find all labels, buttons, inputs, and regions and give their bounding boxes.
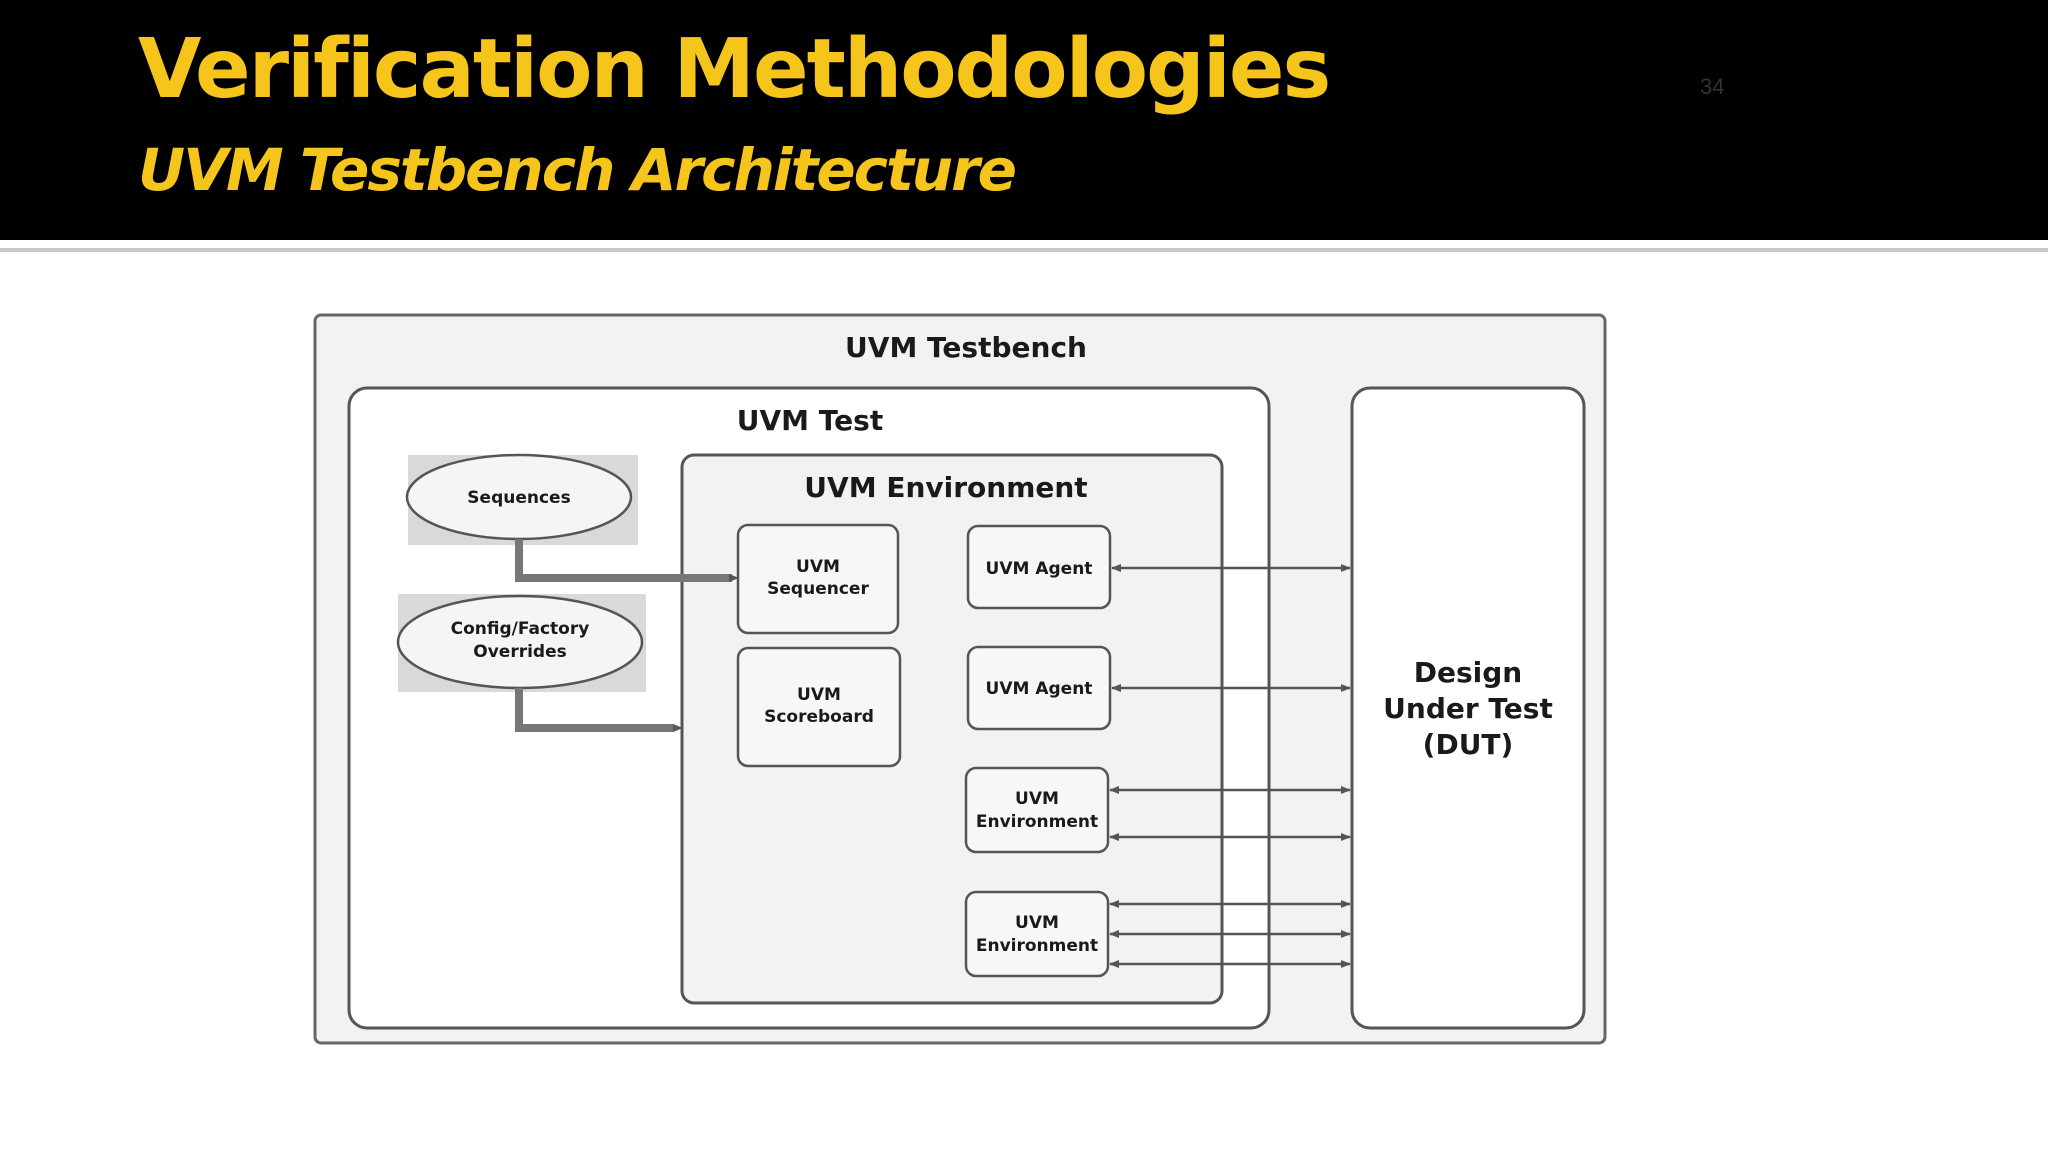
config-connector	[515, 688, 674, 732]
sub-environment-box-2	[964, 890, 1110, 978]
dut-label-line2: Under Test	[1383, 692, 1553, 725]
slide-subtitle: UVM Testbench Architecture	[138, 136, 1017, 204]
sequences-label: Sequences	[467, 488, 570, 508]
sub-environment-1-line1: UVM	[1015, 789, 1059, 809]
dut-label-line1: Design	[1414, 656, 1522, 689]
slide-number: 34	[1700, 74, 1725, 99]
sub-environment-box-1	[964, 766, 1110, 854]
testbench-label: UVM Testbench	[845, 331, 1087, 364]
dut-label-line3: (DUT)	[1423, 728, 1514, 761]
sub-environment-1-line2: Environment	[976, 812, 1098, 832]
sub-environment-2-line2: Environment	[976, 936, 1098, 956]
dut-box	[1350, 386, 1586, 1030]
slide-title: Verification Methodologies	[138, 22, 1331, 117]
agent-label-2: UVM Agent	[986, 679, 1093, 699]
uvm-architecture-diagram: UVM Testbench UVM Test Design Under Test…	[313, 313, 1607, 1045]
uvm-environment-label: UVM Environment	[804, 471, 1087, 504]
agent-box-2	[966, 645, 1112, 731]
scoreboard-label-line2: Scoreboard	[764, 707, 874, 727]
header-divider	[0, 240, 2048, 248]
uvm-test-label: UVM Test	[737, 404, 883, 437]
config-label-line2: Overrides	[473, 642, 566, 662]
config-label-line1: Config/Factory	[451, 619, 590, 639]
slide-header	[0, 0, 2048, 240]
sequencer-box	[736, 523, 900, 635]
scoreboard-box	[736, 646, 902, 768]
scoreboard-label-line1: UVM	[797, 685, 841, 705]
sequencer-label-line1: UVM	[796, 557, 840, 577]
agent-label-1: UVM Agent	[986, 559, 1093, 579]
dut-connections	[1109, 564, 1351, 968]
agent-box-1	[966, 524, 1112, 610]
sequencer-label-line2: Sequencer	[767, 579, 869, 599]
sequences-connector	[515, 539, 732, 582]
header-divider-shadow	[0, 248, 2048, 252]
sub-environment-2-line1: UVM	[1015, 913, 1059, 933]
